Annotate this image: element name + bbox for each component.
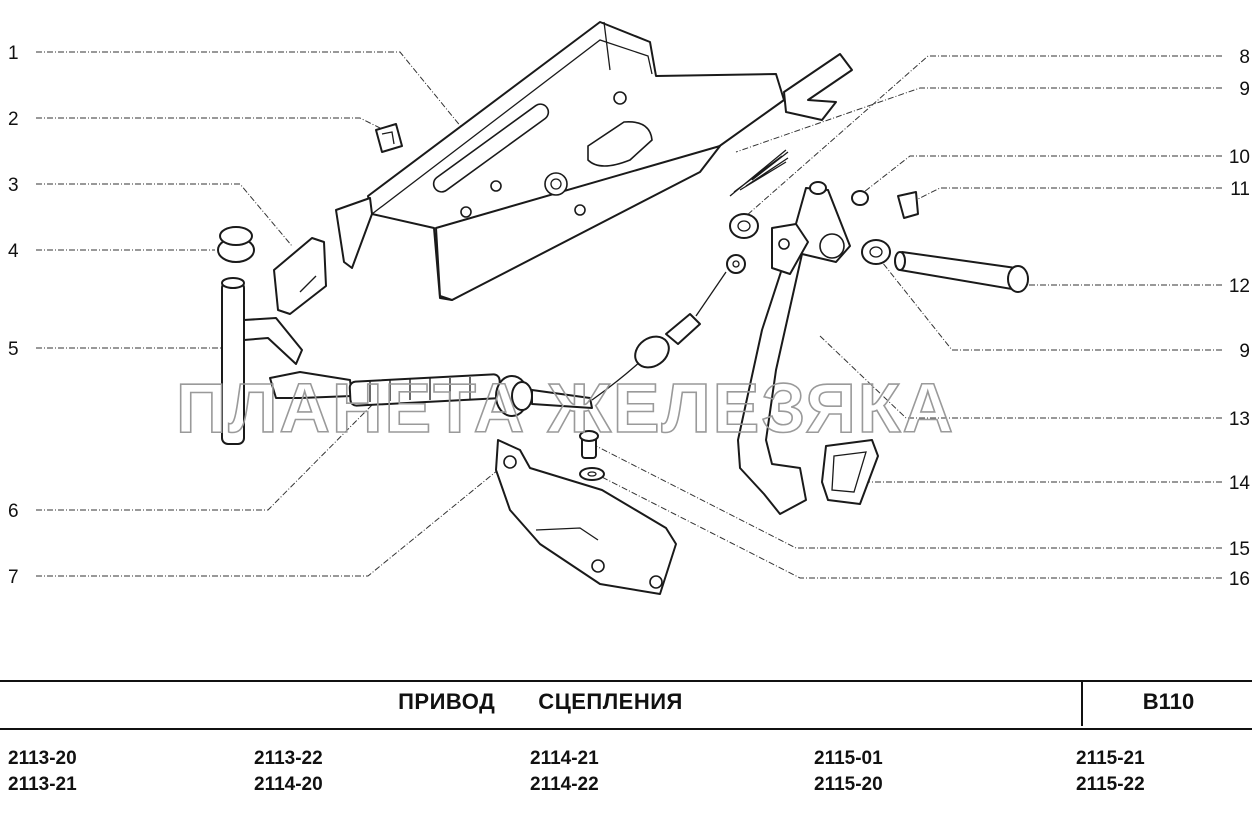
washer <box>579 467 605 481</box>
callout-9: 9 <box>1239 79 1250 100</box>
clutch-cable <box>269 254 746 417</box>
clutch-pedal <box>737 181 851 515</box>
model-code: 2113-22 <box>254 748 323 769</box>
assembly-code: B110 <box>1142 689 1195 714</box>
leader-lines <box>36 51 1222 579</box>
rubber-pad <box>273 237 327 315</box>
callout-11: 11 <box>1230 179 1250 200</box>
model-column-1: 2113-20 2113-21 <box>8 746 77 798</box>
callout-5: 5 <box>8 339 19 360</box>
clip <box>375 123 403 153</box>
callout-numbers-left: 1 2 3 4 5 6 7 <box>8 43 19 588</box>
title-frame <box>0 680 1252 730</box>
model-column-4: 2115-01 2115-20 <box>814 746 883 798</box>
callout-6: 6 <box>8 501 19 522</box>
callout-4: 4 <box>8 241 19 262</box>
callout-13: 13 <box>1229 409 1250 430</box>
callout-2: 2 <box>8 109 19 130</box>
model-column-5: 2115-21 2115-22 <box>1076 746 1145 798</box>
model-code: 2114-20 <box>254 774 323 795</box>
callout-16: 16 <box>1229 569 1250 590</box>
callout-3: 3 <box>8 175 19 196</box>
bushing-10 <box>851 190 869 206</box>
bushing-8 <box>729 213 759 239</box>
pedal-pad <box>821 439 879 505</box>
callout-12: 12 <box>1229 276 1250 297</box>
model-column-2: 2113-22 2114-20 <box>254 746 323 798</box>
cap <box>217 226 255 263</box>
model-code: 2115-22 <box>1076 774 1145 795</box>
pedal-axle <box>894 251 1029 293</box>
clutch-drive-diagram: ПЛАНЕТА ЖЕЛЕЗЯКА 1 2 3 4 5 6 7 8 9 10 11… <box>8 21 1251 595</box>
model-code: 2115-20 <box>814 774 883 795</box>
model-code: 2115-01 <box>814 748 883 769</box>
bolt <box>579 430 599 459</box>
return-spring <box>729 149 789 197</box>
pedal-bracket <box>335 21 853 301</box>
model-code: 2113-20 <box>8 748 77 769</box>
callout-10: 10 <box>1229 147 1250 168</box>
mounting-plate <box>495 439 677 595</box>
model-code: 2114-21 <box>530 748 599 769</box>
callout-1: 1 <box>8 43 19 64</box>
callout-15: 15 <box>1229 539 1250 560</box>
callout-7: 7 <box>8 567 19 588</box>
callout-14: 14 <box>1229 473 1251 494</box>
model-code: 2115-21 <box>1076 748 1145 769</box>
model-code: 2114-22 <box>530 774 599 795</box>
assembly-title: ПРИВОД СЦЕПЛЕНИЯ <box>398 689 683 714</box>
spring-clip-11 <box>897 191 919 219</box>
callout-9b: 9 <box>1239 341 1250 362</box>
watermark: ПЛАНЕТА ЖЕЛЕЗЯКА <box>176 369 955 447</box>
model-code: 2113-21 <box>8 774 77 795</box>
title-block: ПРИВОД СЦЕПЛЕНИЯ B110 2113-20 2113-21 21… <box>0 680 1254 814</box>
bushing-9 <box>861 239 891 265</box>
title-divider <box>1081 680 1083 726</box>
callout-numbers-right: 8 9 10 11 12 9 13 14 15 16 <box>1229 47 1251 590</box>
callout-8: 8 <box>1239 47 1250 68</box>
release-fork-shaft <box>221 277 303 445</box>
model-column-3: 2114-21 2114-22 <box>530 746 599 798</box>
